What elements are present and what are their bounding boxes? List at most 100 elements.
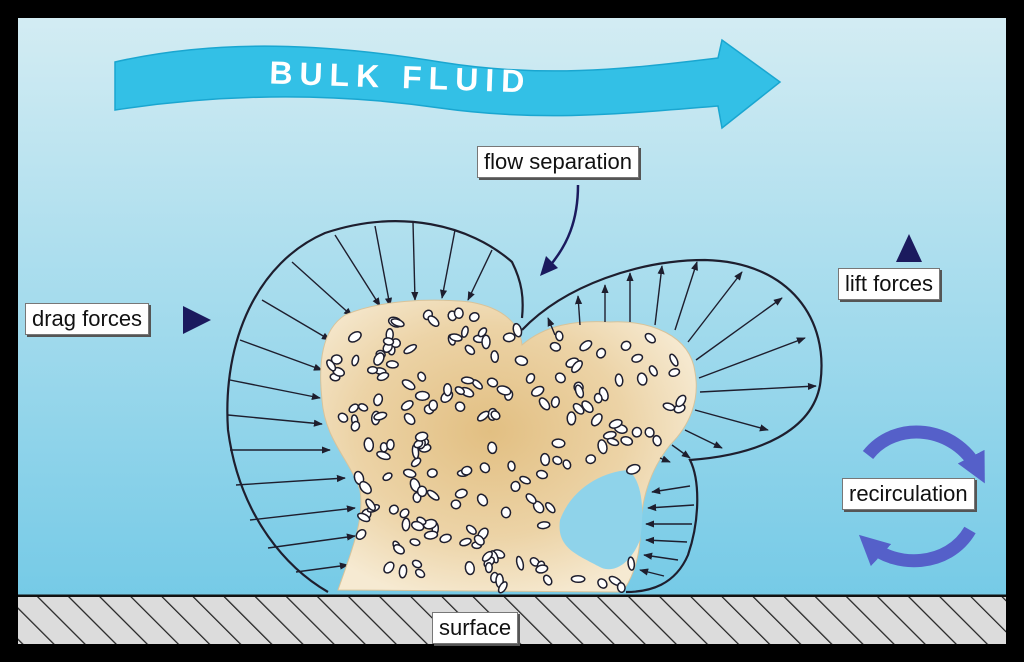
bacterial-cell — [579, 340, 593, 352]
bacterial-cell — [382, 472, 393, 482]
flow-separation-label: flow separation — [477, 146, 639, 178]
bacterial-cell — [538, 397, 551, 411]
bacterial-cell — [476, 493, 489, 507]
bacterial-cell — [359, 480, 372, 495]
recirculation-inward-arrows — [639, 485, 695, 577]
bacterial-cell — [453, 307, 464, 320]
bacterial-cell — [562, 459, 572, 470]
bacterial-cell — [627, 556, 636, 571]
bacterial-cell — [348, 403, 359, 414]
bacterial-cell — [525, 372, 536, 384]
bacterial-cell — [460, 465, 473, 476]
lift-direction-icon — [896, 234, 922, 262]
recirculation-arrow-top — [862, 425, 985, 484]
bacterial-cell — [662, 402, 676, 412]
bacterial-cell — [631, 426, 643, 438]
bacterial-cell — [496, 385, 512, 396]
bacterial-cell — [566, 411, 577, 426]
bacterial-cell — [554, 330, 564, 342]
surface-label: surface — [432, 612, 519, 644]
bacterial-cell — [450, 499, 462, 510]
bacterial-cell — [382, 337, 395, 346]
bacterial-cell — [363, 437, 375, 453]
bacterial-cell — [428, 399, 439, 412]
bacterial-cell — [366, 365, 379, 375]
bacterial-cell — [414, 431, 429, 442]
drag-forces-label: drag forces — [25, 303, 150, 335]
bacterial-cell — [540, 452, 551, 467]
bacterial-cell — [530, 385, 545, 397]
bacterial-cell — [552, 455, 563, 466]
bacterial-cell — [486, 377, 499, 388]
bacterial-cell — [544, 501, 556, 514]
bacterial-cell — [549, 341, 562, 352]
bacterial-cell — [383, 561, 395, 574]
bacterial-cell — [464, 344, 476, 356]
bacterial-cell — [448, 333, 463, 342]
bacterial-cell — [414, 390, 430, 402]
bacterial-cell — [616, 581, 626, 594]
bacterial-cell — [402, 468, 417, 479]
bacterial-cell — [357, 512, 371, 523]
bacterial-cell — [390, 318, 405, 328]
bacterial-cell — [668, 367, 681, 378]
bacterial-cell — [409, 538, 421, 547]
bacterial-cell — [398, 564, 408, 579]
recirculation-label: recirculation — [842, 478, 975, 510]
bacterial-cell — [515, 555, 525, 571]
bacterial-cell — [620, 340, 632, 352]
bacterial-cell — [519, 475, 532, 485]
flow-separation-arrow — [547, 184, 580, 269]
bacterial-cell — [355, 528, 367, 541]
bacterial-cell — [426, 468, 438, 478]
bacterial-cell — [417, 371, 427, 382]
bacterial-cells — [326, 307, 687, 594]
bacterial-cell — [507, 460, 516, 472]
bacterial-cell — [675, 394, 687, 408]
bacterial-cell — [465, 524, 477, 535]
bacterial-cell — [502, 332, 516, 343]
bacterial-cell — [386, 438, 395, 451]
bacterial-cell — [454, 401, 466, 412]
bacterial-cell — [479, 462, 491, 474]
bacterial-cell — [373, 393, 384, 407]
bacterial-cell — [426, 489, 440, 501]
bacterial-cell — [373, 411, 388, 421]
bacterial-cell — [497, 581, 508, 594]
bacterial-cell — [536, 521, 551, 530]
bacterial-cell — [423, 530, 439, 540]
bacterial-cell — [330, 354, 343, 365]
bacterial-cell — [476, 410, 490, 422]
bacterial-cell — [597, 439, 608, 455]
lift-flow-envelope — [521, 258, 823, 594]
bacterial-cell — [644, 332, 656, 344]
bacterial-cell — [376, 450, 391, 461]
bacterial-cell — [454, 488, 468, 499]
bacterial-cell — [365, 498, 376, 512]
bacterial-cell — [481, 334, 491, 350]
drag-force-arrows — [227, 221, 493, 573]
bacterial-cell — [652, 434, 662, 447]
bacterial-cell — [593, 392, 603, 404]
bacterial-cell — [669, 353, 679, 367]
bacterial-cell — [614, 373, 624, 387]
bacterial-cell — [454, 386, 465, 396]
bacterial-cell — [554, 372, 566, 384]
biofilm-colony — [320, 299, 697, 594]
bacterial-cell — [427, 315, 440, 327]
bacterial-cell — [401, 379, 416, 391]
bacterial-cell — [410, 457, 422, 468]
bacterial-cell — [500, 506, 512, 519]
drag-flow-envelope — [226, 220, 524, 593]
bacterial-cell — [551, 438, 566, 449]
bacterial-cell — [403, 412, 416, 426]
bacterial-cell — [400, 399, 414, 411]
bacterial-cell — [351, 354, 360, 367]
lift-forces-label: lift forces — [838, 268, 941, 300]
bacterial-cell — [350, 420, 361, 432]
bacterial-cell — [597, 578, 608, 589]
bacterial-cell — [393, 543, 405, 555]
bacterial-cell — [481, 550, 493, 562]
